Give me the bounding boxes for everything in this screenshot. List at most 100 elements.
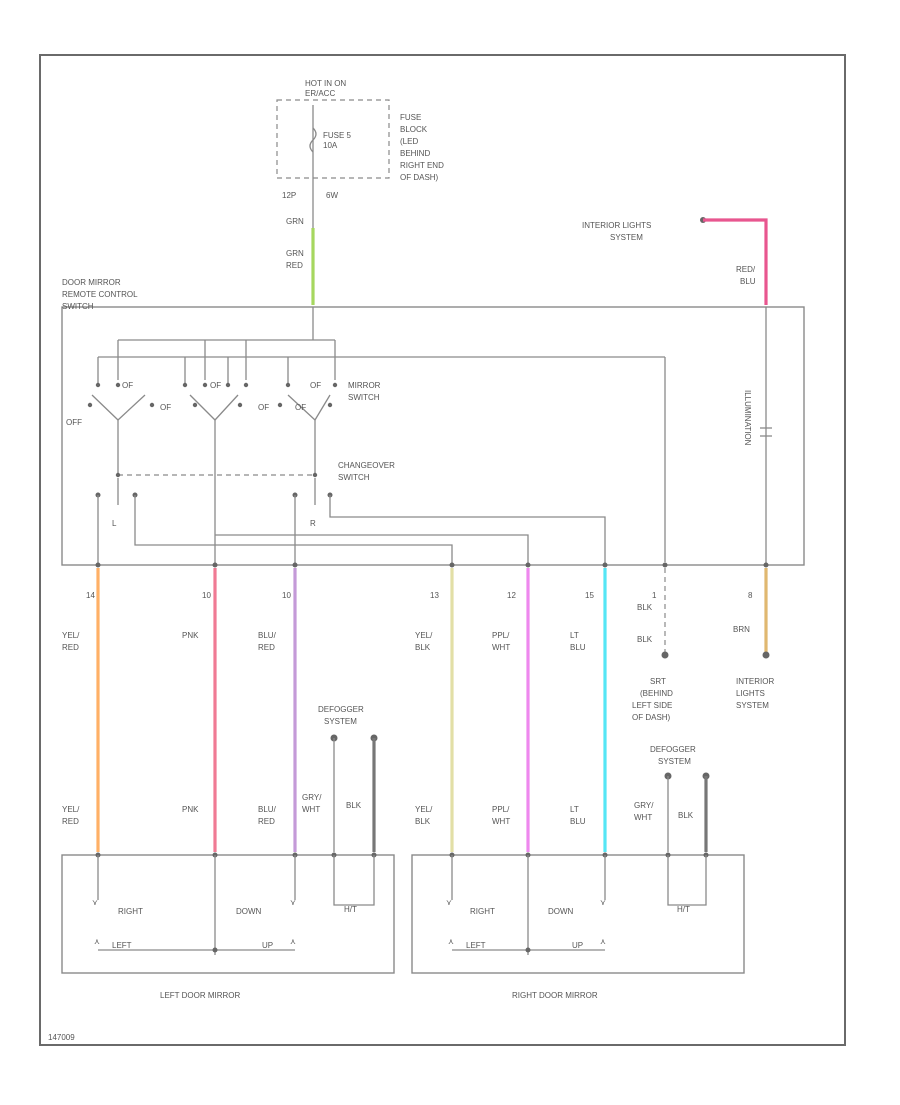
grn-red-label-1: GRN — [286, 249, 304, 258]
blk-upper-1: BLK — [637, 603, 653, 612]
left-down-label: DOWN — [236, 907, 262, 916]
ground-point-icon — [661, 651, 669, 659]
defogger-right-gry-1: GRY/ — [634, 801, 654, 810]
interior-lights-bottom-3: SYSTEM — [736, 701, 769, 710]
left-door-mirror-box — [61, 854, 395, 974]
right-right-motor-icon: ⋎ — [446, 898, 452, 907]
lt-blu-upper-2: BLU — [570, 643, 586, 652]
lt-blu-lower-2: BLU — [570, 817, 586, 826]
fuse-block-line4: BEHIND — [400, 149, 430, 158]
defogger-right-1: DEFOGGER — [650, 745, 696, 754]
blk-upper-2: BLK — [637, 635, 653, 644]
illumination-lamp-icon — [760, 427, 772, 437]
ground-label-4: OF DASH) — [632, 713, 671, 722]
switch-title-1: DOOR MIRROR — [62, 278, 121, 287]
right-down-label: DOWN — [548, 907, 574, 916]
changeover-label-1: CHANGEOVER — [338, 461, 395, 470]
hot-in-on-line1: HOT IN ON — [305, 79, 346, 88]
brn-label: BRN — [733, 625, 750, 634]
defogger-right-blk: BLK — [678, 811, 694, 820]
ylw-red-upper-1: YEL/ — [62, 631, 80, 640]
connector-top-way: 6W — [326, 191, 338, 200]
left-down-motor-icon: ⋎ — [290, 898, 296, 907]
ppl-wht-lower-2: WHT — [492, 817, 510, 826]
red-blu-label-2: BLU — [740, 277, 756, 286]
fuse-block-line3: (LED — [400, 137, 418, 146]
switch-title-2: REMOTE CONTROL — [62, 290, 138, 299]
right-up-motor-icon: ⋏ — [600, 937, 606, 946]
ground-label-2: (BEHIND — [640, 689, 673, 698]
right-left-motor-icon: ⋏ — [448, 937, 454, 946]
fuse-block-line5: RIGHT END — [400, 161, 444, 170]
pnk-lower: PNK — [182, 805, 199, 814]
right-up-label: UP — [572, 941, 583, 950]
ylw-red-lower-1: YEL/ — [62, 805, 80, 814]
defogger-left-gry-1: GRY/ — [302, 793, 322, 802]
hot-in-on-line2: ER/ACC — [305, 89, 335, 98]
ground-label-1: SRT — [650, 677, 666, 686]
ppl-wht-upper-2: WHT — [492, 643, 510, 652]
switch-title-3: SWITCH — [62, 302, 94, 311]
defogger-right-2: SYSTEM — [658, 757, 691, 766]
yel-blk-lower-1: YEL/ — [415, 805, 433, 814]
yel-blk-upper-2: BLK — [415, 643, 431, 652]
pnk-upper: PNK — [182, 631, 199, 640]
changeover-l-label: L — [112, 519, 117, 528]
interior-lights-bottom-2: LIGHTS — [736, 689, 765, 698]
left-left-label: LEFT — [112, 941, 132, 950]
contact-label-6: OF — [295, 403, 306, 412]
lt-blu-upper-1: LT — [570, 631, 579, 640]
contact-label-5: OF — [310, 381, 321, 390]
ylw-red-lower-2: RED — [62, 817, 79, 826]
ppl-wht-upper-1: PPL/ — [492, 631, 510, 640]
yel-blk-upper-1: YEL/ — [415, 631, 433, 640]
ylw-red-upper-2: RED — [62, 643, 79, 652]
lt-blu-lower-1: LT — [570, 805, 579, 814]
fuse-block-line2: BLOCK — [400, 125, 428, 134]
fuse-block-line6: OF DASH) — [400, 173, 439, 182]
defogger-right-gry-2: WHT — [634, 813, 652, 822]
left-right-motor-icon: ⋎ — [92, 898, 98, 907]
fuse-block-line1: FUSE — [400, 113, 421, 122]
figure-code: 147009 — [48, 1033, 75, 1042]
pin-10b: 10 — [282, 591, 291, 600]
right-door-mirror-label: RIGHT DOOR MIRROR — [512, 991, 598, 1000]
blu-red-lower-2: RED — [258, 817, 275, 826]
pin-8: 8 — [748, 591, 753, 600]
yel-blk-lower-2: BLK — [415, 817, 431, 826]
red-blu-wire — [703, 218, 768, 305]
left-heater-label: H/T — [344, 905, 357, 914]
remote-control-switch-box — [61, 306, 805, 566]
off-label: OFF — [66, 418, 82, 427]
changeover-r-label: R — [310, 519, 316, 528]
pin-13: 13 — [430, 591, 439, 600]
right-heater-element — [667, 855, 707, 906]
left-door-mirror-label: LEFT DOOR MIRROR — [160, 991, 241, 1000]
left-mirror-common-node — [212, 947, 218, 953]
fuse-amp: 10A — [323, 141, 338, 150]
interior-lights-bottom-1: INTERIOR — [736, 677, 774, 686]
right-heater-label: H/T — [677, 905, 690, 914]
illumination-label: ILLUMINATION — [743, 390, 752, 446]
wire-grn-label: GRN — [286, 217, 304, 226]
changeover-contacts — [95, 472, 333, 505]
contact-label-2: OF — [160, 403, 171, 412]
pin-15: 15 — [585, 591, 594, 600]
left-right-label: RIGHT — [118, 907, 143, 916]
changeover-label-2: SWITCH — [338, 473, 370, 482]
diagram-frame — [39, 54, 846, 1046]
contact-label-1: OF — [122, 381, 133, 390]
pin-14: 14 — [86, 591, 95, 600]
changeover-to-pin-15 — [329, 495, 606, 565]
blu-red-lower-1: BLU/ — [258, 805, 277, 814]
right-door-mirror-box — [411, 854, 745, 974]
pin-12: 12 — [507, 591, 516, 600]
right-down-motor-icon: ⋎ — [600, 898, 606, 907]
right-right-label: RIGHT — [470, 907, 495, 916]
red-blu-label-1: RED/ — [736, 265, 756, 274]
right-mirror-common-node — [525, 947, 531, 953]
interior-lights-bottom-terminal — [762, 651, 770, 659]
blu-red-upper-2: RED — [258, 643, 275, 652]
pin-10a: 10 — [202, 591, 211, 600]
